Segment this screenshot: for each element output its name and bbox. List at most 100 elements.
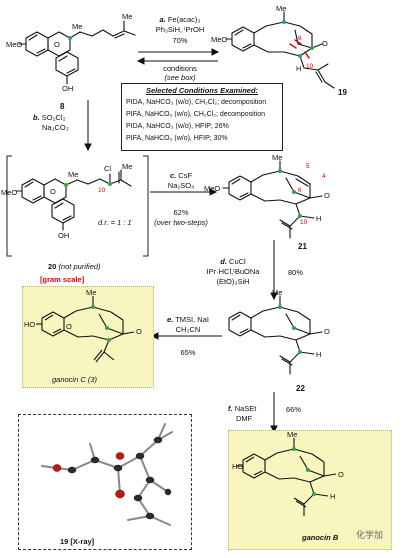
brackets-20 [6,155,149,257]
step-f-line1: f. NaSEt [228,404,256,413]
structure-19 [225,11,335,89]
o-label-8: O [54,40,60,49]
ho-label-ganocin-c: HO [24,320,36,329]
meo-label-19: MeO [211,35,228,44]
xray-ortep [41,423,173,526]
step-e-line1: e. TMSI, NaI [156,315,220,324]
o-label-ganocin-c: O [66,322,72,331]
step-f-label: f. [228,404,233,413]
ganocin-c-label: ganocin C (3) [52,375,98,384]
meo-label-21: MeO [204,184,221,193]
me-label-22: Me [272,288,283,297]
compound-19-label: 19 [338,88,347,97]
step-d-label: d. [220,257,227,266]
step-f-yield: 66% [286,405,302,414]
o2-label-ganocin-c: O [136,327,142,336]
step-d-reagent1: CuCl [229,257,246,266]
step-a-reagent1: Fe(acac)₃ [167,15,201,24]
me-label-ganocin-b: Me [287,430,298,439]
step-e-reagent2: CH₃CN [175,325,201,334]
ganocin-c-highlight [22,286,154,388]
h-label-ganocin-b: H [330,492,336,501]
condition-row-1: PIDA, NaHCO₃ (w/o), CH₂Cl₂; decompositio… [126,99,267,106]
o-label-ganocin-b: O [338,470,344,479]
num5-21: 5 [306,163,310,170]
step-f-reagent1: NaSEt [234,404,257,413]
step-a-label: a. [159,15,166,24]
step-c-label: c. [169,171,177,180]
num4-21: 4 [322,173,326,180]
o-label-21: O [324,191,330,200]
structure-22 [228,295,323,375]
conditions-title: Selected Conditions Examined: [145,86,259,95]
step-d-reagent3: (EtO)₃SiH [216,277,250,286]
oh-label-8: OH [62,84,74,93]
compound-20-label: 20 (not purified) [48,262,101,271]
h-label-22: H [316,350,322,359]
condition-row-3: PIDA, NaHCO₃ (w/o), HFIP; 26% [126,123,229,130]
me-label-20b: Me [122,162,133,171]
num6-19: 6 [298,35,302,42]
num10-19: 10 [306,63,314,70]
step-a-yield: 70% [172,36,188,45]
gram-scale-label: [gram scale] [40,275,85,284]
me-label-ganocin-c: Me [86,288,97,297]
cl-label-20: Cl [104,164,112,173]
o-label-19: O [322,39,328,48]
me-label-19: Me [276,4,287,13]
xray-label: 19 [X-ray] [60,537,94,546]
step-b-reagent2: Na₂CO₃ [42,123,69,132]
ganocin-b-label: ganocin B [302,533,339,542]
o-label-22: O [324,327,330,336]
me-label-21: Me [272,153,283,162]
step-d-line1: d. CuCl [196,257,270,266]
num6-21: 6 [298,187,302,194]
oh-label-20: OH [58,231,70,240]
step-b-reagent1: SO₂Cl₂ [41,113,66,122]
num10-20: 10 [98,187,106,194]
step-b-line1: b. SO₂Cl₂ [33,113,66,122]
xray-panel [18,414,192,550]
me-label-20: Me [68,170,79,179]
step-e-reagent1: TMSI, NaI [175,315,209,324]
condition-row-4: PIFA, NaHCO₃ (w/o), HFIP; 30% [126,135,228,142]
watermark-text: 化学加 [356,530,384,540]
xray-caption: 19 [X-ray] [60,537,95,546]
step-c-line1: c. CsF [150,171,212,180]
compound-22-label: 22 [296,384,305,393]
h-label-21: H [316,214,322,223]
step-c-yield: 62% [173,208,189,217]
step-f-reagent2: DMF [236,414,253,423]
compound-21-label: 21 [298,242,307,251]
meo-label-20: MeO [1,188,18,197]
condition-row-2: PIFA, NaHCO₃ (w/o), CH₂Cl₂; decompositio… [126,111,265,118]
num10-21: 10 [300,219,308,226]
step-c-reagent2: Na₂SO₄ [167,181,195,190]
red-bond-marks-19 [289,39,310,59]
step-c-note: (over two-steps) [154,218,208,227]
see-box-label: (see box) [164,73,196,82]
structure-8 [18,20,136,85]
step-c-reagent1: CsF [178,171,193,180]
o-label-20: O [50,187,56,196]
conditions-box: Selected Conditions Examined: PIDA, NaHC… [121,83,283,151]
compound-8-label: 8 [60,102,65,111]
dr-label-20: d.r. = 1 : 1 [98,218,132,227]
step-e-label: e. [167,315,174,324]
ho-label-ganocin-b: HO [232,462,244,471]
step-d-reagent2: IPr·HCl,ᵗBuONa [206,267,260,276]
compound-20-note: (not purified) [58,262,101,271]
meo-label-8: MeO [6,40,23,49]
step-a-reagent2: Ph₃SiH, ⁱPrOH [155,25,205,34]
conditions-label: conditions [163,64,197,73]
structure-21 [222,160,323,239]
me-label-8: Me [72,22,83,31]
step-e-yield: 65% [180,348,196,357]
reaction-arrows [84,48,278,434]
compound-20-number: 20 [48,262,57,271]
step-a-line1: a. Fe(acac)₃ [140,15,220,24]
step-b-label: b. [33,113,40,122]
step-d-yield: 80% [288,268,304,277]
h-label-19: H [296,64,302,73]
me-label-8b: Me [122,12,133,21]
